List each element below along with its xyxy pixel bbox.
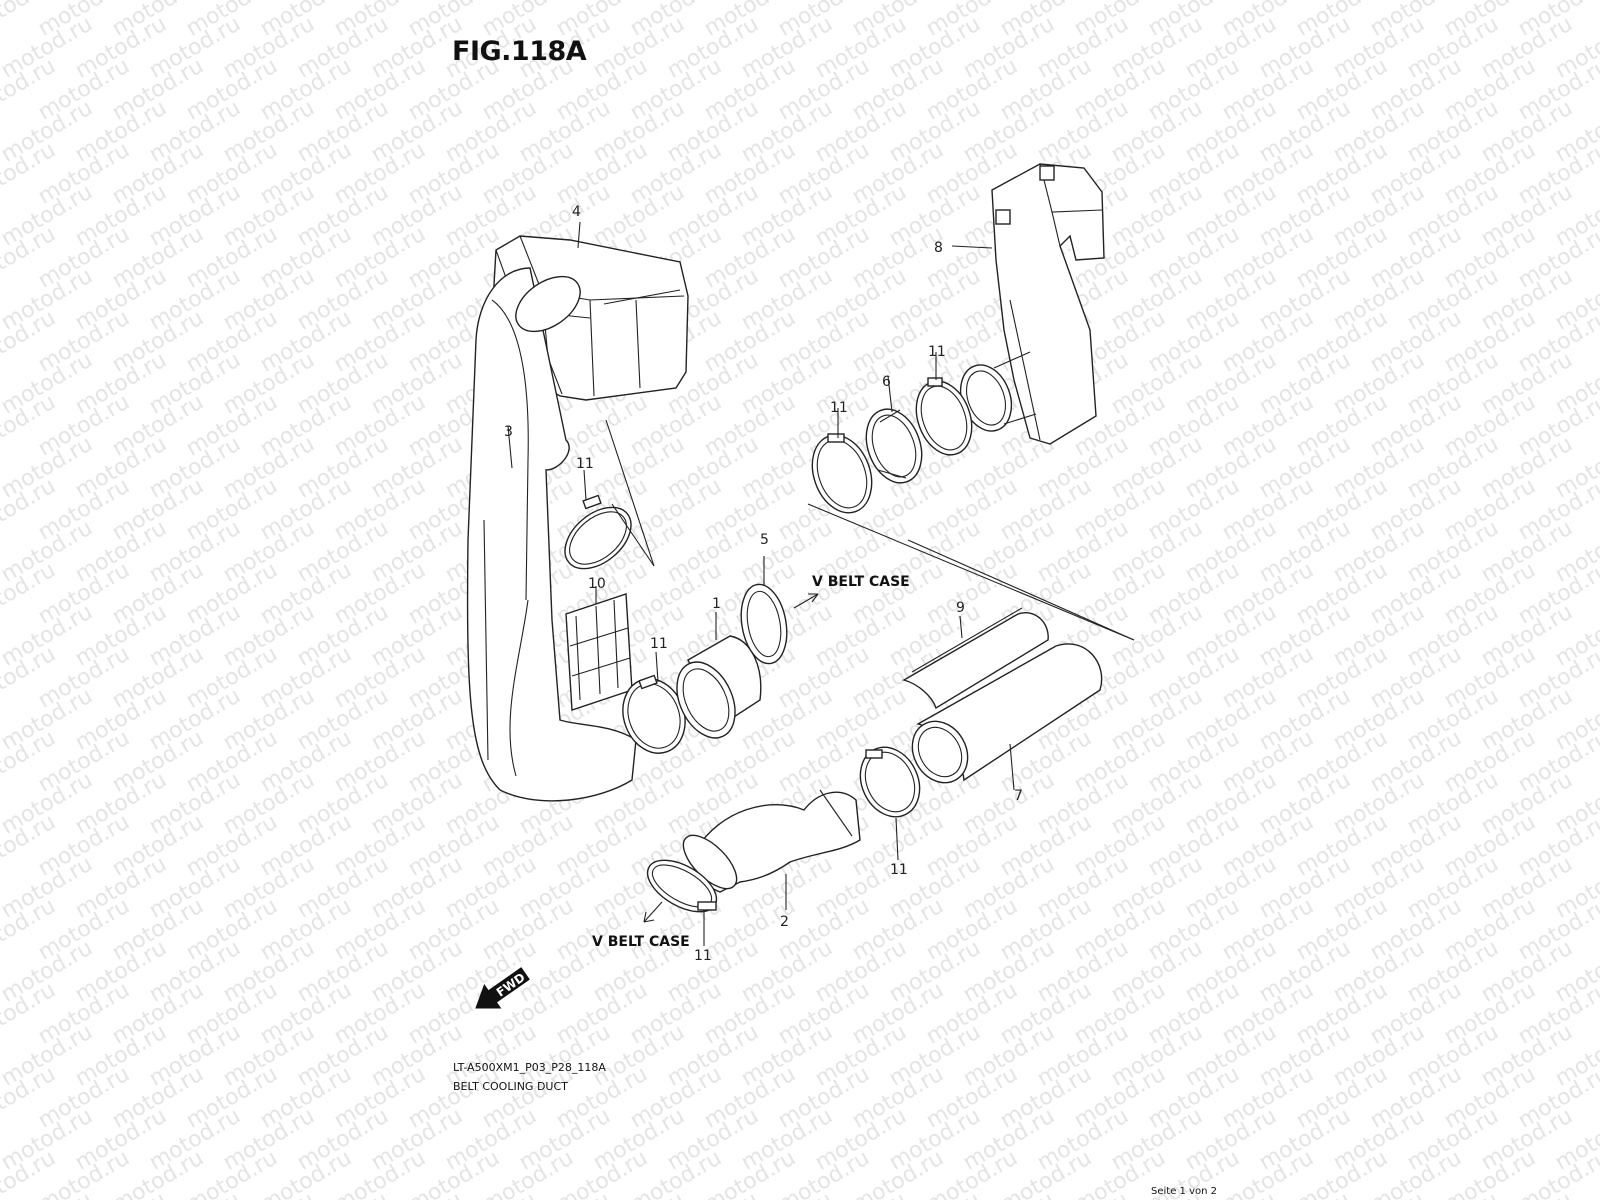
callout-9: 9 — [956, 600, 965, 616]
part-11-clamp-b[interactable] — [613, 670, 695, 762]
callout-11-c: 11 — [928, 344, 946, 360]
callout-10: 10 — [588, 576, 606, 592]
callout-5: 5 — [760, 532, 769, 548]
part-7-tube[interactable] — [901, 643, 1103, 793]
part-9-shield[interactable] — [902, 607, 1049, 710]
part-11-clamp-a[interactable] — [553, 494, 642, 581]
v-belt-case-label-lower: V BELT CASE — [592, 934, 690, 950]
part-10-plate[interactable] — [565, 593, 633, 711]
part-11-clamp-d[interactable] — [802, 427, 882, 521]
callout-11-e: 11 — [890, 862, 908, 878]
part-5-seal[interactable] — [735, 581, 792, 667]
callout-7: 7 — [1014, 788, 1023, 804]
callout-11-a: 11 — [576, 456, 594, 472]
part-1-hose[interactable] — [666, 635, 762, 747]
v-belt-case-label-upper: V BELT CASE — [812, 574, 910, 590]
callout-2: 2 — [780, 914, 789, 930]
part-8-duct[interactable] — [991, 163, 1105, 445]
part-2-elbow[interactable] — [675, 789, 861, 897]
callout-11-b: 11 — [650, 636, 668, 652]
footer-model-code: LT-A500XM1_P03_P28_118A — [453, 1061, 606, 1074]
callout-4: 4 — [572, 204, 581, 220]
part-6-coupling[interactable] — [857, 401, 932, 490]
part-11-clamp-c[interactable] — [907, 373, 982, 462]
callout-6: 6 — [882, 374, 891, 390]
part-3-duct[interactable] — [466, 265, 637, 802]
page-indicator: Seite 1 von 2 — [1151, 1186, 1217, 1197]
fwd-arrow-icon: FWD — [475, 967, 530, 1009]
part-11-clamp-e[interactable] — [849, 738, 930, 827]
callout-11-f: 11 — [694, 948, 712, 964]
part-11-clamp-f[interactable] — [639, 850, 725, 923]
callout-11-d: 11 — [830, 400, 848, 416]
footer-figure-name: BELT COOLING DUCT — [453, 1080, 568, 1093]
callout-1: 1 — [712, 596, 721, 612]
callout-8: 8 — [934, 240, 943, 256]
callout-3: 3 — [504, 424, 513, 440]
figure-title: FIG.118A — [452, 36, 587, 67]
